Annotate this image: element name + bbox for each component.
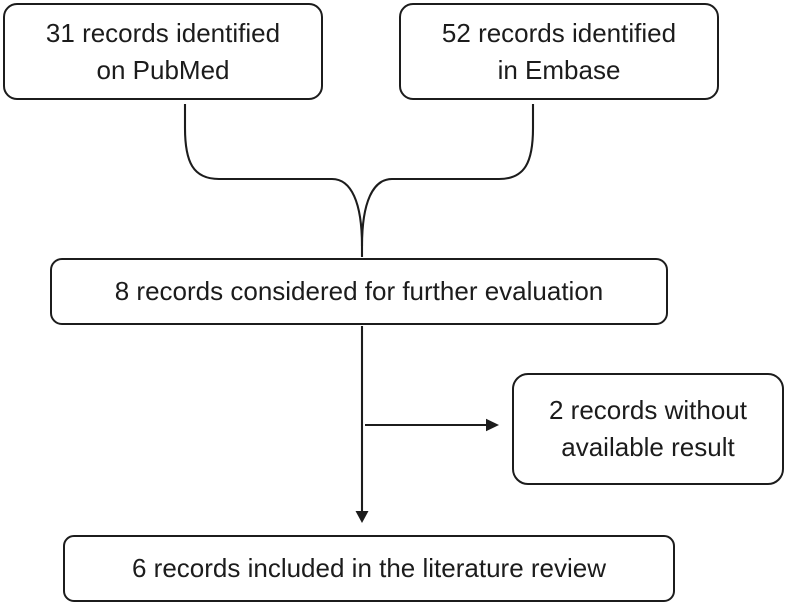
node-records-excluded-label: 2 records without available result [549,395,747,462]
node-records-excluded: 2 records without available result [512,373,784,485]
arrowhead-down-icon [355,511,369,523]
edge-embase-evaluation [360,104,535,247]
edge-pubmed-evaluation [183,104,364,257]
node-records-pubmed: 31 records identified on PubMed [3,3,323,100]
node-records-included-label: 6 records included in the literature rev… [131,553,607,583]
node-records-included: 6 records included in the literature rev… [63,535,675,602]
node-records-embase-label: 52 records identified in Embase [441,17,677,85]
node-records-pubmed-label: 31 records identified on PubMed [45,17,281,85]
node-records-evaluation-label: 8 records considered for further evaluat… [114,276,604,306]
arrowhead-right-icon [486,418,499,432]
node-records-evaluation: 8 records considered for further evaluat… [50,258,668,325]
node-records-embase: 52 records identified in Embase [399,3,719,100]
